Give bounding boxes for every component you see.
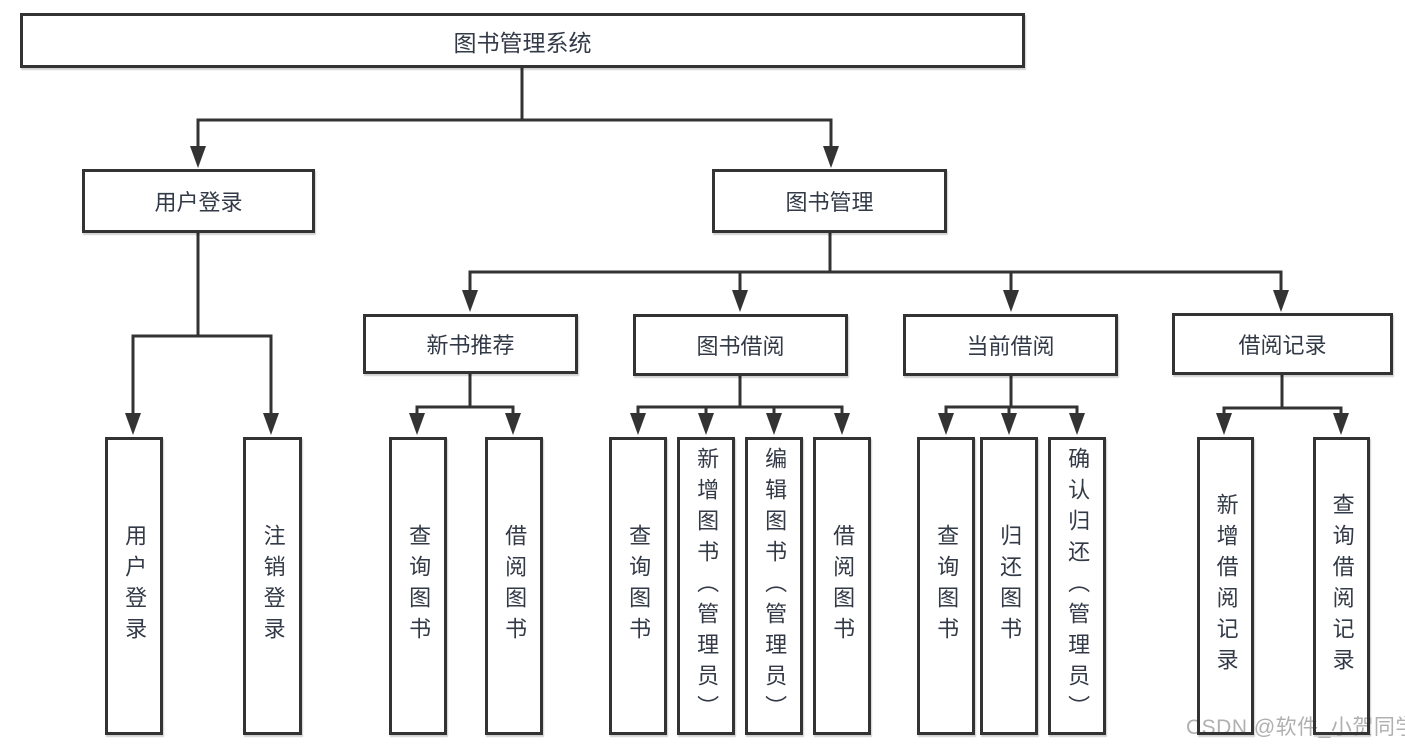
node-label: 当前借阅 bbox=[966, 334, 1055, 359]
node-label: 图书管理系统 bbox=[453, 29, 592, 56]
node-label: 新书推荐 bbox=[426, 333, 515, 358]
leaf-edit-books-admin: 编辑图书（管理员） bbox=[745, 437, 803, 735]
leaf-logout: 注销登录 bbox=[243, 437, 302, 735]
leaf-label: 归还图书 bbox=[997, 524, 1023, 648]
leaf-query-borrow-record: 查询借阅记录 bbox=[1313, 437, 1370, 735]
arrowheads bbox=[125, 146, 1349, 435]
leaf-query-books: 查询图书 bbox=[389, 437, 447, 735]
leaf-label: 注销登录 bbox=[260, 524, 286, 648]
node-label: 借阅记录 bbox=[1238, 333, 1327, 358]
node-label: 图书管理 bbox=[785, 190, 874, 215]
leaf-label: 用户登录 bbox=[122, 524, 148, 648]
node-current-borrow: 当前借阅 bbox=[903, 314, 1118, 376]
leaf-label: 确认归还（管理员） bbox=[1065, 446, 1091, 726]
leaf-query-books: 查询图书 bbox=[609, 437, 667, 735]
leaf-query-books: 查询图书 bbox=[917, 437, 975, 735]
leaf-label: 查询图书 bbox=[934, 524, 960, 648]
node-book-borrow: 图书借阅 bbox=[633, 314, 848, 376]
leaf-add-books-admin: 新增图书（管理员） bbox=[677, 437, 735, 735]
node-borrow-record: 借阅记录 bbox=[1172, 313, 1393, 375]
node-book-management: 图书管理 bbox=[712, 169, 947, 233]
leaf-label: 查询图书 bbox=[626, 524, 652, 648]
node-library-management-system: 图书管理系统 bbox=[20, 13, 1025, 68]
leaf-borrow-books: 借阅图书 bbox=[485, 437, 543, 735]
leaf-label: 查询借阅记录 bbox=[1329, 493, 1355, 679]
leaf-label: 新增借阅记录 bbox=[1213, 493, 1239, 679]
csdn-watermark: CSDN @软件_小贺同学 bbox=[1186, 716, 1405, 739]
leaf-label: 新增图书（管理员） bbox=[694, 446, 720, 726]
leaf-label: 借阅图书 bbox=[830, 524, 856, 648]
node-new-book-recommend: 新书推荐 bbox=[363, 314, 578, 374]
leaf-confirm-return-admin: 确认归还（管理员） bbox=[1048, 437, 1106, 735]
leaf-return-books: 归还图书 bbox=[980, 437, 1038, 735]
leaf-user-login: 用户登录 bbox=[105, 437, 163, 735]
leaf-add-borrow-record: 新增借阅记录 bbox=[1197, 437, 1254, 735]
leaf-label: 查询图书 bbox=[406, 524, 432, 648]
leaf-label: 借阅图书 bbox=[502, 524, 528, 648]
leaf-borrow-books: 借阅图书 bbox=[813, 437, 871, 735]
node-label: 用户登录 bbox=[154, 190, 243, 215]
node-user-login: 用户登录 bbox=[82, 169, 315, 233]
node-label: 图书借阅 bbox=[696, 334, 785, 359]
leaf-label: 编辑图书（管理员） bbox=[762, 446, 788, 726]
